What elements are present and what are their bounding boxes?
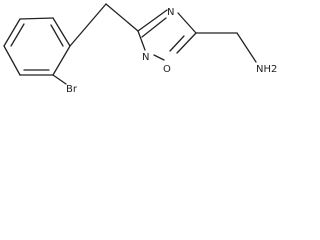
c-br-bond: [52, 74, 67, 85]
atom-br: Br: [66, 84, 78, 94]
oxadiazole-ring: [137, 9, 197, 61]
aminomethyl-group: [195, 32, 257, 63]
benzene-ring: [3, 17, 71, 76]
atom-nh2: NH2: [256, 64, 277, 75]
atom-o: O: [163, 64, 171, 75]
atom-n-lower: N: [142, 52, 149, 63]
methylene-linker: [69, 3, 139, 47]
atom-n-upper: N: [167, 7, 174, 18]
structure-diagram: N N O Br NH2: [3, 3, 277, 94]
